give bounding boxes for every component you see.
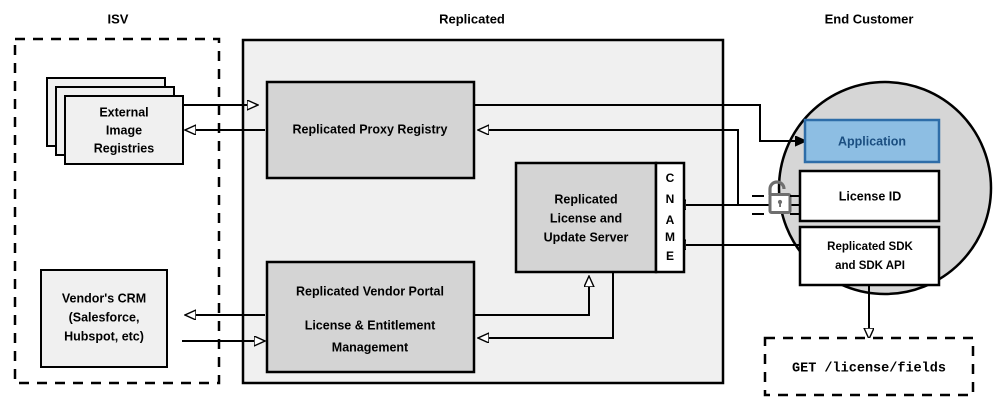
external-image-registries-label-line2: Image xyxy=(106,123,142,137)
vendors-crm-label-line2: (Salesforce, xyxy=(69,310,140,324)
license-update-server-label-line2: License and xyxy=(550,211,622,225)
node-vendors-crm: Vendor's CRM (Salesforce, Hubspot, etc) xyxy=(40,269,168,368)
vendor-portal-label-line1: Replicated Vendor Portal xyxy=(296,284,444,298)
replicated-license-update-server-box xyxy=(514,161,658,274)
replicated-proxy-registry-label: Replicated Proxy Registry xyxy=(293,122,448,136)
cname-sidecar-box xyxy=(654,161,686,274)
replicated-sdk-label-line2: and SDK API xyxy=(835,260,905,272)
node-cname-sidecar: C N A M E xyxy=(654,161,686,274)
cname-letter-e: E xyxy=(666,249,674,263)
node-application: Application xyxy=(803,118,941,164)
vendors-crm-label-line1: Vendor's CRM xyxy=(62,291,146,305)
connector-vendor-portal-to-license-server xyxy=(474,277,589,316)
node-replicated-vendor-portal: Replicated Vendor Portal License & Entit… xyxy=(265,260,476,374)
replicated-sdk-label-line1: Replicated SDK xyxy=(827,241,913,253)
registry-card-front xyxy=(64,95,184,165)
vendor-portal-label-line2: License & Entitlement xyxy=(305,318,436,332)
cname-letter-m: M xyxy=(665,230,675,244)
node-api-request: GET /license/fields xyxy=(763,336,975,397)
connector-proxy-to-application xyxy=(474,104,805,141)
license-id-box xyxy=(798,169,941,223)
license-update-server-label-line3: Update Server xyxy=(544,230,629,244)
license-update-server-label-line1: Replicated xyxy=(554,192,617,206)
vendors-crm-box xyxy=(40,269,168,368)
unlocked-padlock-icon xyxy=(768,180,792,214)
zone-boundary-isv xyxy=(13,37,221,385)
zone-title-replicated: Replicated xyxy=(439,11,505,26)
cname-letter-c: C xyxy=(666,171,675,185)
external-image-registries-label-line1: External xyxy=(99,105,148,119)
node-replicated-sdk: Replicated SDK and SDK API xyxy=(798,225,941,287)
vendors-crm-label-line3: Hubspot, etc) xyxy=(64,329,144,343)
node-replicated-license-update-server: Replicated License and Update Server xyxy=(514,161,658,274)
application-box xyxy=(803,118,941,164)
node-license-id: License ID xyxy=(798,169,941,223)
zone-title-end-customer: End Customer xyxy=(825,11,914,26)
api-request-label: GET /license/fields xyxy=(792,362,946,377)
cname-letter-a: A xyxy=(666,213,675,227)
replicated-vendor-portal-box xyxy=(265,260,476,374)
node-external-image-registries: External Image Registries xyxy=(46,77,184,165)
external-image-registries-label-line3: Registries xyxy=(94,141,154,155)
replicated-sdk-box xyxy=(798,225,941,287)
api-request-box xyxy=(763,336,975,397)
node-replicated-proxy-registry: Replicated Proxy Registry xyxy=(265,80,476,180)
vendor-portal-label-line3: Management xyxy=(332,340,409,354)
zone-title-isv: ISV xyxy=(108,11,129,26)
cname-letter-n: N xyxy=(666,192,675,206)
connector-license-server-to-vendor-portal xyxy=(479,272,614,338)
replicated-proxy-registry-box xyxy=(265,80,476,180)
license-id-label: License ID xyxy=(839,189,902,203)
application-label: Application xyxy=(838,134,906,148)
